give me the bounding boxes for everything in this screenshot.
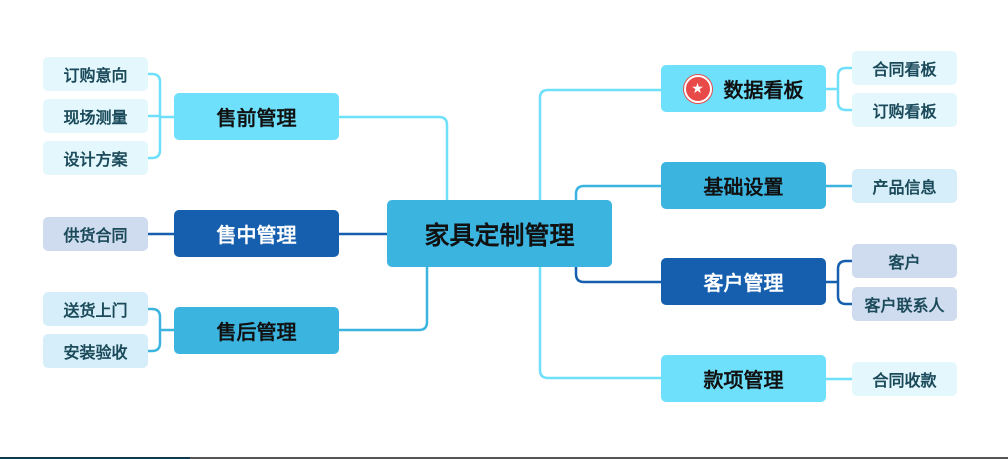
connector-presale	[338, 115, 449, 200]
leaf-install-accept[interactable]: 安装验收	[43, 334, 148, 368]
connector-aftersale	[338, 267, 429, 332]
connector-presale-leaves	[147, 72, 174, 160]
connector-aftersale-leaves	[147, 307, 174, 353]
node-dashboard[interactable]: ★ 数据看板	[661, 65, 826, 112]
connector-dashboard-leaves	[826, 66, 852, 112]
node-insale[interactable]: 售中管理	[174, 210, 339, 257]
leaf-customer-contact[interactable]: 客户联系人	[852, 287, 957, 321]
leaf-supply-contract[interactable]: 供货合同	[43, 217, 148, 251]
bottom-edge-bar	[0, 457, 1008, 459]
node-aftersale[interactable]: 售后管理	[174, 307, 339, 354]
node-payment-mgmt[interactable]: 款项管理	[661, 355, 826, 402]
leaf-contract-board[interactable]: 合同看板	[852, 51, 957, 85]
leaf-customer[interactable]: 客户	[852, 244, 957, 278]
leaf-design-plan[interactable]: 设计方案	[43, 141, 148, 175]
leaf-delivery[interactable]: 送货上门	[43, 292, 148, 326]
leaf-product-info[interactable]: 产品信息	[852, 169, 957, 203]
connector-basic	[574, 184, 661, 200]
connector-customer-leaves	[826, 259, 852, 306]
connector-customer	[574, 267, 661, 284]
node-customer-mgmt[interactable]: 客户管理	[661, 258, 826, 305]
leaf-site-measure[interactable]: 现场测量	[43, 99, 148, 133]
node-presale[interactable]: 售前管理	[174, 93, 339, 140]
leaf-order-intent[interactable]: 订购意向	[43, 57, 148, 91]
node-basic-settings[interactable]: 基础设置	[661, 162, 826, 209]
connector-right-outer	[538, 88, 661, 380]
leaf-order-board[interactable]: 订购看板	[852, 93, 957, 127]
root-node[interactable]: 家具定制管理	[387, 200, 612, 267]
leaf-contract-payment[interactable]: 合同收款	[852, 362, 957, 396]
star-icon: ★	[683, 74, 712, 103]
node-dashboard-label: 数据看板	[723, 78, 804, 102]
